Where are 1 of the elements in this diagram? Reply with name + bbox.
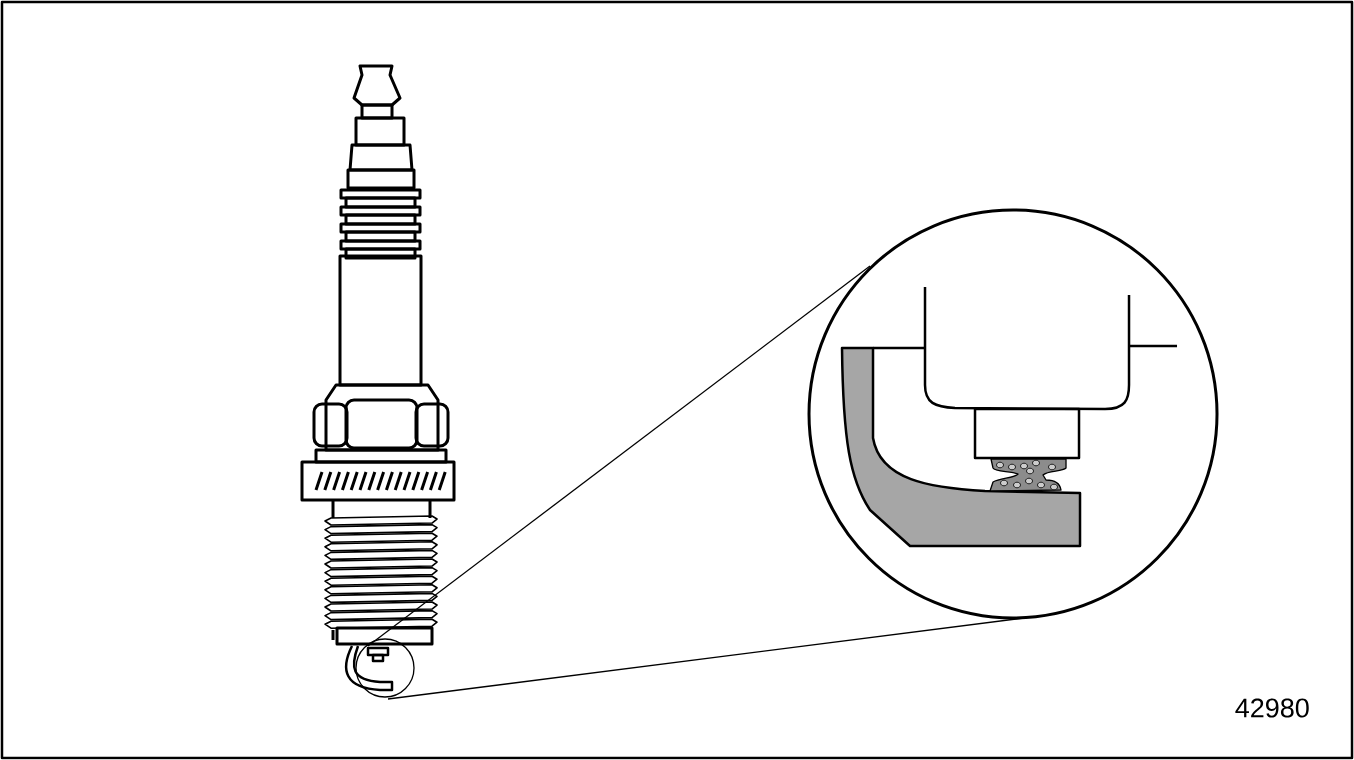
- figure-number: 42980: [1235, 698, 1309, 718]
